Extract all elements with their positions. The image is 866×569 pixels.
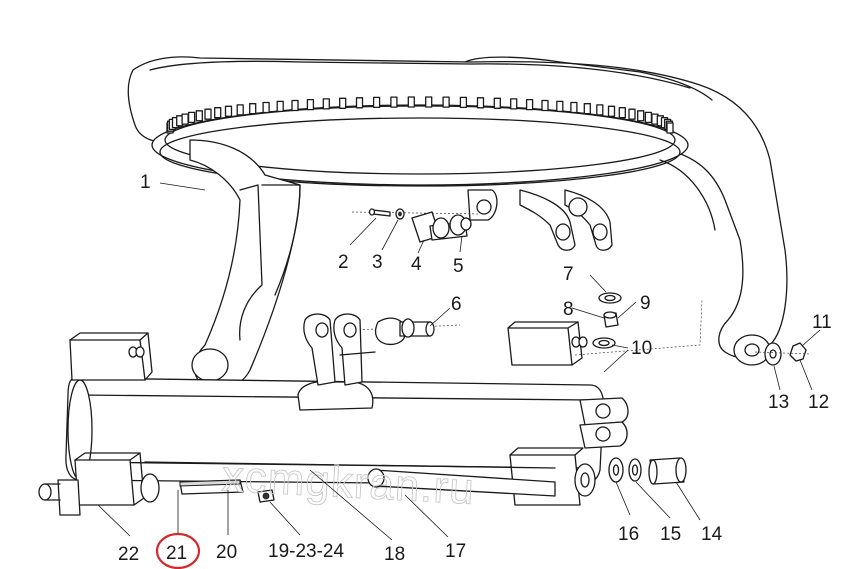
gear-tooth (276, 100, 284, 113)
gear-tooth (187, 111, 196, 124)
callout-12: 12 (808, 392, 829, 413)
gear-tooth (355, 97, 364, 109)
gear-tooth (644, 111, 653, 124)
gear-tooth (262, 101, 270, 114)
gear-tooth (372, 96, 381, 109)
gear-tooth (618, 107, 626, 119)
gear-tooth (407, 96, 415, 108)
gear-tooth (339, 97, 347, 109)
callout-3: 3 (372, 252, 383, 273)
gear-tooth (459, 96, 468, 109)
callout-21: 21 (166, 543, 187, 564)
gear-tooth (195, 110, 203, 122)
gear-tooth (628, 108, 636, 120)
callout-8: 8 (563, 299, 574, 320)
small-parts-2-5 (351, 208, 481, 243)
leader-lines (97, 182, 821, 541)
callout-22: 22 (118, 544, 139, 565)
highlight-ring (155, 532, 201, 569)
callout-19-23-24: 19-23-24 (268, 541, 344, 562)
gear-tooth (390, 96, 398, 108)
callout-6: 6 (451, 294, 462, 315)
gear-tooth (570, 101, 578, 114)
gear-tooth (442, 96, 450, 108)
callout-17: 17 (445, 541, 466, 562)
gear-tooth (556, 100, 564, 113)
callout-15: 15 (660, 524, 681, 545)
callout-1: 1 (140, 172, 151, 193)
gear-tooth (214, 107, 222, 119)
gear-tooth (541, 99, 549, 112)
callout-14: 14 (701, 524, 723, 545)
gear-tooth (236, 104, 244, 116)
gear-tooth (476, 97, 485, 109)
callout-13: 13 (768, 392, 789, 413)
gear-tooth (249, 103, 257, 115)
gear-tooth (596, 104, 604, 116)
gear-tooth (666, 122, 674, 134)
gear-tooth (306, 98, 315, 111)
callout-11: 11 (812, 312, 832, 333)
gear-tooth (224, 105, 233, 117)
upper-arch-frame (127, 56, 788, 389)
callout-9: 9 (640, 293, 651, 314)
gear-tooth (425, 96, 433, 108)
gear-tooth (525, 98, 534, 111)
callout-4: 4 (411, 254, 422, 275)
gear-tooth (204, 108, 212, 120)
pin-and-fasteners (354, 292, 811, 366)
callout-20: 20 (216, 542, 237, 563)
gear-tooth (322, 98, 330, 110)
gear-tooth (181, 113, 189, 125)
callout-5: 5 (453, 256, 464, 277)
gear-tooth (583, 103, 591, 115)
callout-16: 16 (618, 524, 639, 545)
callout-labels: 1 2 3 4 5 6 7 8 9 10 11 12 13 14 15 16 1… (118, 172, 832, 569)
gear-tooth (637, 110, 645, 122)
callout-7: 7 (563, 264, 574, 285)
lower-carrier-beam (38, 313, 687, 516)
callout-18: 18 (384, 544, 405, 565)
gear-tooth (291, 99, 299, 112)
gear-tooth (493, 97, 501, 109)
callout-10: 10 (631, 338, 652, 359)
gear-tooth (510, 98, 518, 110)
callout-2: 2 (338, 252, 349, 273)
gear-tooth (607, 105, 616, 117)
